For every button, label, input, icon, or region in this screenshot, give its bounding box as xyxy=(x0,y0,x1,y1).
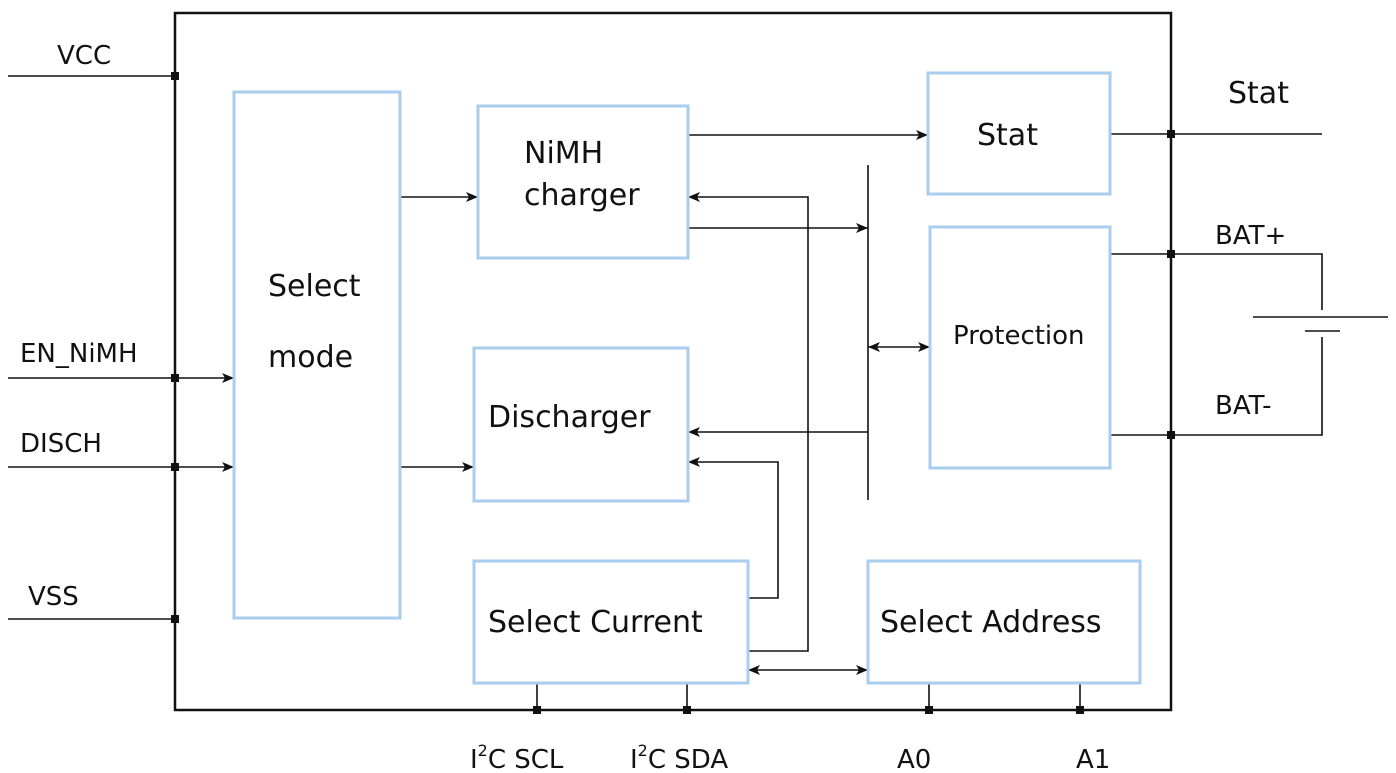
vss-label: VSS xyxy=(28,582,79,612)
select-current-label: Select Current xyxy=(488,605,703,640)
nimh-label-1: NiMH xyxy=(524,136,603,171)
select-address-block xyxy=(866,559,1142,685)
square-pin-icon xyxy=(1167,250,1175,258)
select-mode-label-2: mode xyxy=(268,340,353,375)
square-pin-icon xyxy=(683,706,691,714)
a1-label: A1 xyxy=(1076,745,1110,773)
square-pin-icon xyxy=(533,706,541,714)
nimh-charger-block xyxy=(476,104,690,260)
disch-label: DISCH xyxy=(20,429,102,459)
square-pin-icon xyxy=(171,615,179,623)
stat-pin-label: Stat xyxy=(1228,76,1289,111)
select-address-label: Select Address xyxy=(880,605,1102,640)
battery-symbol-icon xyxy=(1253,316,1388,332)
discharger-label: Discharger xyxy=(488,400,651,435)
nimh-label-2: charger xyxy=(524,178,640,213)
i2c-scl-label: I2C SCL xyxy=(470,741,564,773)
chip-outline xyxy=(173,11,1173,712)
bat-minus-label: BAT- xyxy=(1215,391,1271,421)
select-current-block xyxy=(472,559,750,685)
bat-plus-label: BAT+ xyxy=(1215,221,1286,251)
a0-label: A0 xyxy=(897,745,931,773)
stat-block-label: Stat xyxy=(977,118,1038,153)
protection-label: Protection xyxy=(953,321,1085,351)
bat-plus-wire xyxy=(1110,253,1323,310)
select-mode-block xyxy=(232,90,402,620)
bat-minus-wire xyxy=(1110,337,1323,436)
protection-block xyxy=(928,225,1112,470)
square-pin-icon xyxy=(1076,706,1084,714)
square-pin-icon xyxy=(1167,130,1175,138)
pin-markers xyxy=(171,72,1175,714)
square-pin-icon xyxy=(925,706,933,714)
select-mode-label-1: Select xyxy=(268,269,361,304)
square-pin-icon xyxy=(171,374,179,382)
en-nimh-label: EN_NiMH xyxy=(20,339,138,369)
current-to-discharger-arrow xyxy=(688,457,779,599)
i2c-sda-label: I2C SDA xyxy=(630,741,728,773)
stat-block xyxy=(926,71,1112,196)
square-pin-icon xyxy=(1167,431,1175,439)
square-pin-icon xyxy=(171,463,179,471)
current-to-charger-arrow xyxy=(688,192,809,652)
square-pin-icon xyxy=(171,72,179,80)
vcc-label: VCC xyxy=(57,41,111,71)
discharger-block xyxy=(472,346,690,503)
